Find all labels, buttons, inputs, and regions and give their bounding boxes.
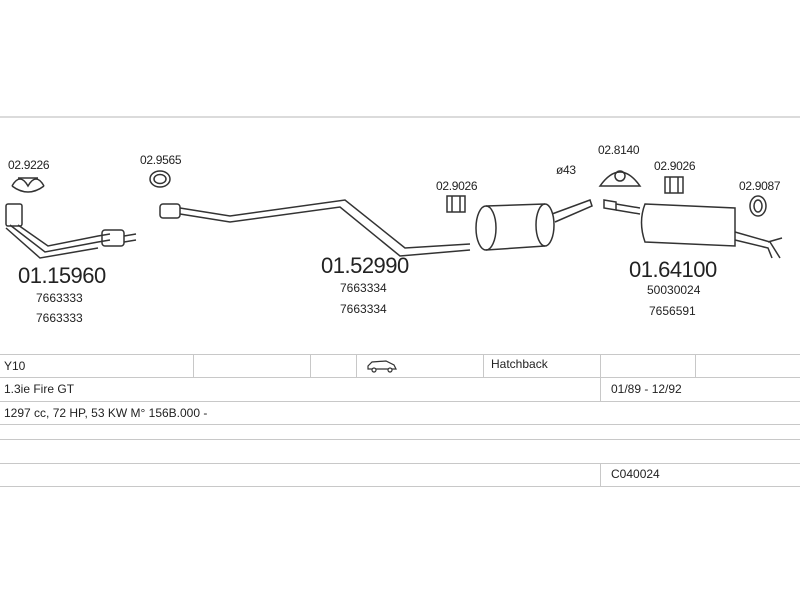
hatchback-car-icon [367,360,397,373]
part-number-front-pipe: 01.15960 [18,263,106,288]
catalog-code-cell: C040024 [611,467,660,481]
ref-gasket-left: 02.9565 [140,153,182,167]
spec-cell: 1297 cc, 72 HP, 53 KW M° 156B.000 - [4,406,208,420]
oem-rear-2: 7656591 [649,304,696,318]
ref-clamp-right: 02.9087 [739,179,781,193]
ref-mount-right: 02.9026 [654,159,696,173]
ref-diameter: ø43 [556,163,576,177]
front-pipe-icon [5,203,137,259]
intermediate-pipe-icon [159,199,471,257]
gasket-left-icon [149,170,171,188]
ref-clamp-left: 02.9226 [8,158,50,172]
part-number-intermediate-pipe: 01.52990 [321,253,409,278]
rubber-mount-icon [598,170,642,187]
ref-mount-mid: 02.9026 [436,179,478,193]
mount-mid-icon [446,195,466,213]
center-muffler-icon [475,199,593,251]
engine-cell: 1.3ie Fire GT [4,382,75,396]
model-cell: Y10 [4,359,26,373]
oem-front-pipe-2: 7663333 [36,311,83,325]
clamp-left-icon [11,177,45,193]
years-cell: 01/89 - 12/92 [611,382,682,396]
ref-rubber-mount: 02.8140 [598,143,640,157]
oem-intermediate-2: 7663334 [340,302,387,316]
body-type-cell: Hatchback [491,357,548,371]
oem-intermediate-1: 7663334 [340,281,387,295]
part-number-rear-muffler: 01.64100 [629,257,717,282]
clamp-right-icon [749,195,767,217]
oem-rear-1: 50030024 [647,283,701,297]
oem-front-pipe-1: 7663333 [36,291,83,305]
rear-muffler-icon [603,199,783,259]
mount-right-icon [664,176,684,194]
